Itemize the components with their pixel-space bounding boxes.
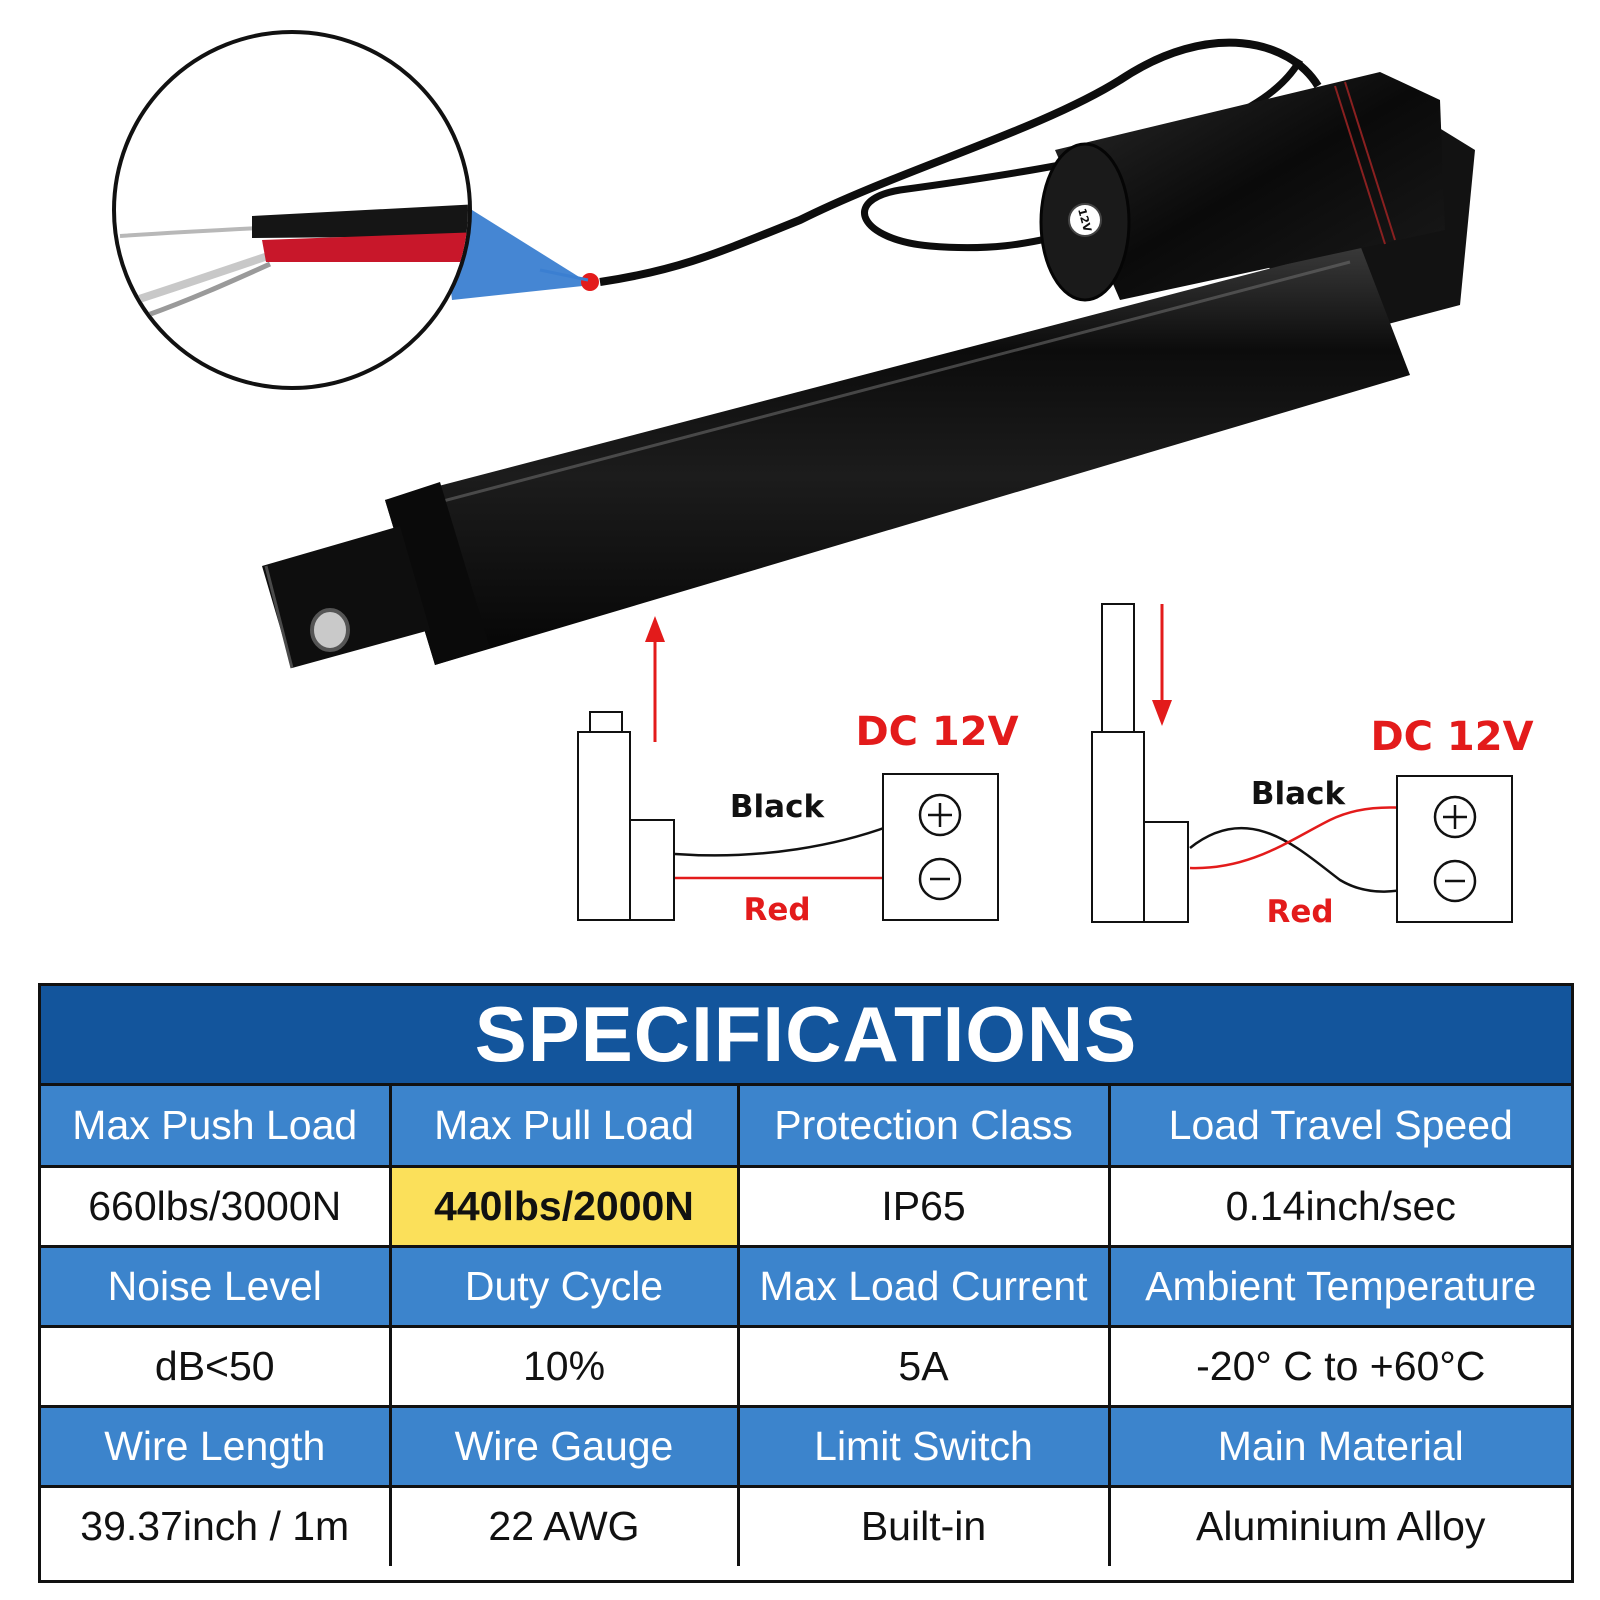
spec-value-row: dB<50 10% 5A -20° C to +60°C xyxy=(41,1326,1571,1408)
spec-value: dB<50 xyxy=(41,1326,392,1408)
spec-value: 10% xyxy=(390,1326,740,1408)
spec-header: Duty Cycle xyxy=(390,1246,740,1328)
spec-value: 22 AWG xyxy=(390,1486,740,1566)
spec-value: 660lbs/3000N xyxy=(41,1166,392,1248)
spec-header: Max Pull Load xyxy=(390,1086,740,1168)
product-illustration: 12V DC 12V Black Red xyxy=(112,30,1534,930)
linear-actuator: 12V xyxy=(262,72,1475,669)
supply-voltage-label-right: DC 12V xyxy=(1370,714,1533,760)
specifications-title: SPECIFICATIONS xyxy=(41,986,1571,1086)
arrow-down-icon xyxy=(1152,700,1172,726)
spec-header: Max Push Load xyxy=(41,1086,392,1168)
spec-value: Aluminium Alloy xyxy=(1109,1486,1571,1566)
black-wire-label-left: Black xyxy=(730,789,826,825)
spec-header: Main Material xyxy=(1109,1406,1571,1488)
rod-eye-hole xyxy=(310,608,350,652)
wire-end-marker xyxy=(581,273,599,291)
arrow-up-icon xyxy=(645,616,665,642)
spec-value: -20° C to +60°C xyxy=(1109,1326,1571,1408)
black-wire-label-right: Black xyxy=(1251,776,1347,812)
spec-value: Built-in xyxy=(738,1486,1111,1566)
specifications-table: SPECIFICATIONS Max Push Load Max Pull Lo… xyxy=(38,983,1574,1583)
spec-header: Max Load Current xyxy=(738,1246,1111,1328)
supply-voltage-label-left: DC 12V xyxy=(855,709,1018,755)
power-cable xyxy=(599,38,1322,286)
spec-header: Wire Gauge xyxy=(390,1406,740,1488)
motor-voltage-label: 12V xyxy=(1075,207,1094,234)
wiring-diagram-extend: DC 12V Black Red xyxy=(577,616,1019,928)
spec-header-row: Noise Level Duty Cycle Max Load Current … xyxy=(41,1246,1571,1328)
specs-grid: Max Push Load Max Pull Load Protection C… xyxy=(41,1086,1571,1566)
spec-header: Limit Switch xyxy=(738,1406,1111,1488)
spec-value: 0.14inch/sec xyxy=(1109,1166,1571,1248)
wire-zoom-callout xyxy=(112,30,592,390)
spec-value-row: 660lbs/3000N 440lbs/2000N IP65 0.14inch/… xyxy=(41,1166,1571,1248)
spec-header: Ambient Temperature xyxy=(1109,1246,1571,1328)
spec-header: Wire Length xyxy=(41,1406,392,1488)
red-wire-label-right: Red xyxy=(1266,894,1333,930)
spec-value: IP65 xyxy=(738,1166,1111,1248)
spec-value: 5A xyxy=(738,1326,1111,1408)
spec-value-highlighted: 440lbs/2000N xyxy=(390,1166,740,1248)
spec-header-row: Max Push Load Max Pull Load Protection C… xyxy=(41,1086,1571,1168)
spec-value: 39.37inch / 1m xyxy=(41,1486,392,1566)
spec-header: Protection Class xyxy=(738,1086,1111,1168)
red-wire-label-left: Red xyxy=(743,892,810,928)
spec-header: Load Travel Speed xyxy=(1109,1086,1571,1168)
spec-value-row: 39.37inch / 1m 22 AWG Built-in Aluminium… xyxy=(41,1486,1571,1566)
wiring-diagram-retract: DC 12V Black Red xyxy=(1091,603,1534,930)
spec-header-row: Wire Length Wire Gauge Limit Switch Main… xyxy=(41,1406,1571,1488)
spec-header: Noise Level xyxy=(41,1246,392,1328)
motor-label-badge xyxy=(1068,203,1102,237)
